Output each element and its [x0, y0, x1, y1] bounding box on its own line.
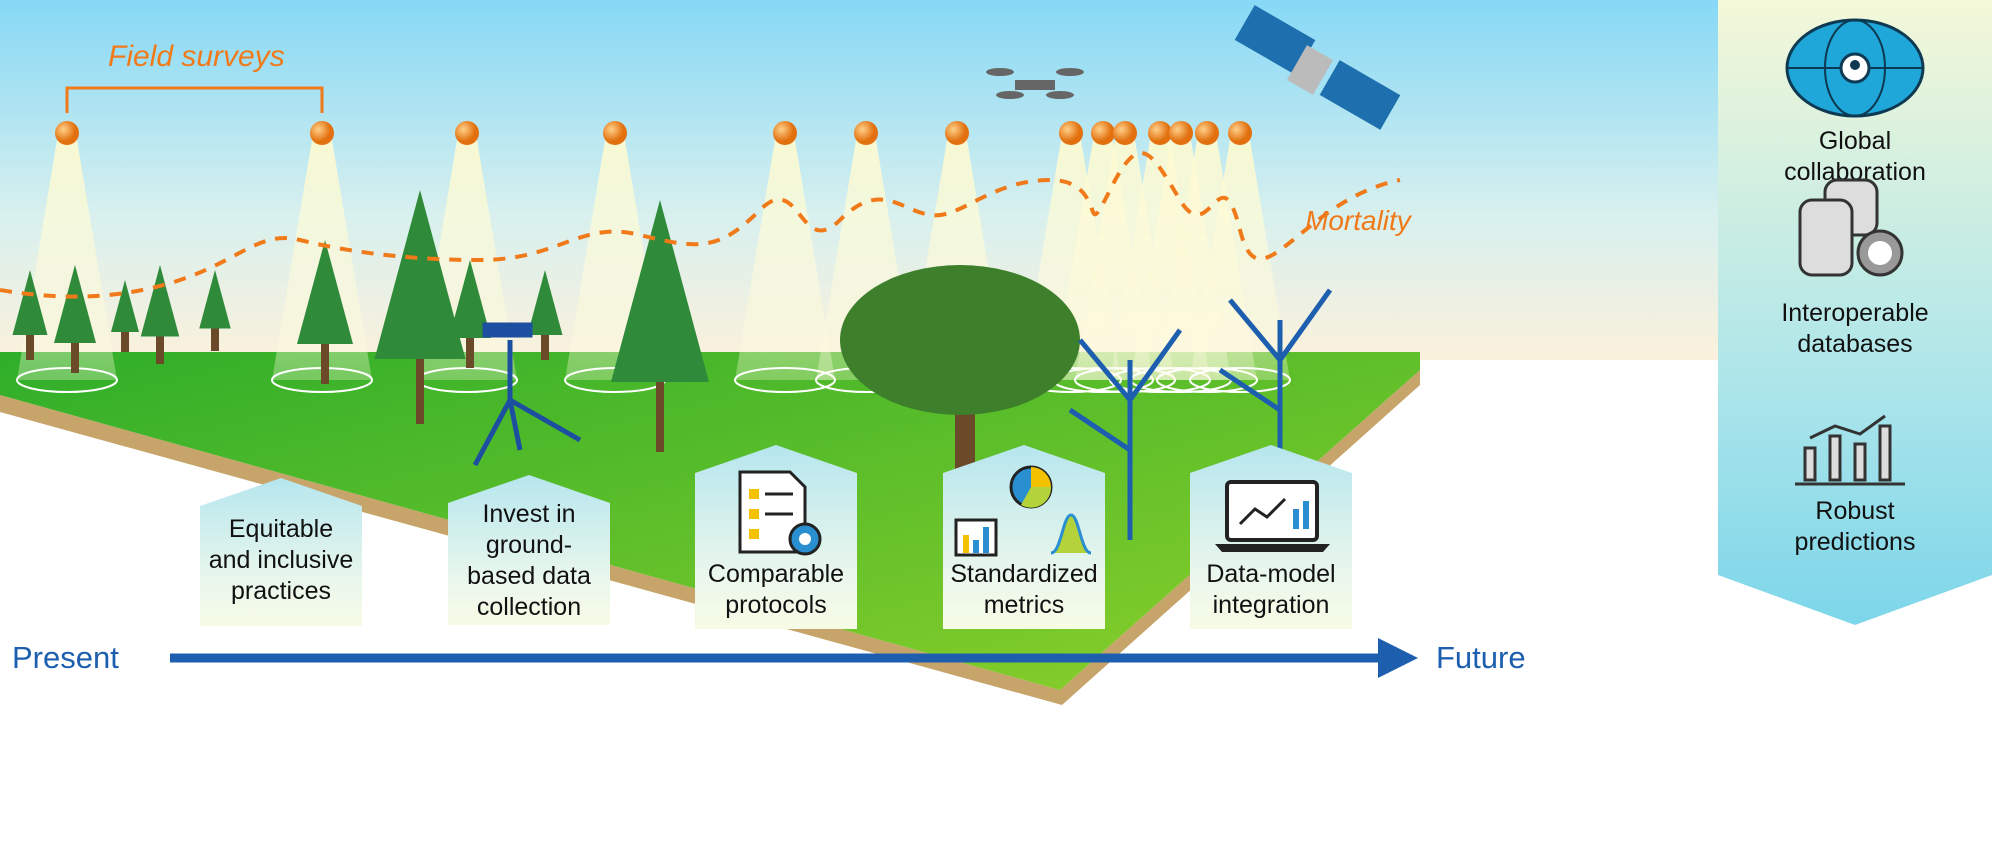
conifer-tree — [449, 260, 491, 338]
conifer-tree — [140, 265, 180, 337]
step-text: Comparable — [707, 560, 845, 588]
survey-points — [55, 121, 1252, 145]
tripod-sensor — [472, 322, 582, 467]
step-text: based data — [467, 562, 591, 590]
step-text: and inclusive — [208, 546, 354, 574]
charts-icon — [954, 465, 1092, 557]
outcome-interoperable-databases: Interoperable databases — [1718, 175, 1992, 360]
drone-icon — [986, 68, 1084, 99]
digital-tree — [1218, 288, 1333, 540]
step-text: practices — [230, 577, 332, 605]
tree-trunk — [656, 368, 664, 452]
step-equitable-practices: Equitable and inclusive practices — [200, 478, 362, 626]
step-text: Data-model — [1206, 560, 1336, 588]
plot-outline — [1189, 367, 1291, 393]
checklist-gear-icon — [738, 470, 822, 556]
survey-point — [1195, 121, 1219, 145]
tree-trunk — [211, 324, 219, 351]
conifer-tree — [12, 270, 48, 335]
survey-point — [945, 121, 969, 145]
conifer-tree — [111, 280, 139, 332]
tree-trunk — [416, 346, 424, 424]
step-text: Equitable — [228, 515, 334, 543]
outcome-text: Interoperable — [1781, 299, 1929, 327]
survey-point — [310, 121, 334, 145]
field-surveys-label: Field surveys — [108, 40, 285, 73]
tree-trunk — [541, 330, 549, 360]
step-data-model-integration: Data-model integration — [1190, 445, 1352, 629]
broadleaf-tree — [840, 265, 1080, 415]
bar-trend-icon — [1795, 414, 1905, 486]
step-text: ground- — [485, 531, 573, 559]
conifer-tree — [199, 270, 231, 329]
field-surveys-bracket — [65, 86, 324, 113]
outcome-text: Robust — [1815, 497, 1895, 525]
survey-point — [1148, 121, 1172, 145]
conifer-tree — [54, 265, 96, 343]
survey-point — [455, 121, 479, 145]
timeline-end-label: Future — [1436, 640, 1526, 675]
satellite-icon — [1234, 5, 1401, 130]
outcome-text: databases — [1797, 330, 1913, 358]
tree-trunk — [26, 330, 34, 360]
tree-trunk — [71, 337, 79, 373]
survey-point — [1169, 121, 1193, 145]
step-text: integration — [1212, 591, 1330, 619]
mortality-label: Mortality — [1305, 205, 1411, 236]
conifer-tree — [374, 190, 466, 359]
timeline-start-label: Present — [12, 640, 119, 675]
database-gear-icon — [1798, 178, 1904, 277]
plot-outline — [16, 367, 118, 393]
survey-beams — [16, 140, 1291, 393]
step-standardized-metrics: Standardized metrics — [943, 445, 1105, 629]
step-text: protocols — [725, 591, 827, 619]
survey-point — [854, 121, 878, 145]
conifer-tree — [297, 240, 353, 344]
trees — [12, 190, 1333, 540]
survey-point — [1059, 121, 1083, 145]
outcome-robust-predictions: Robust predictions — [1718, 408, 1992, 558]
survey-point — [603, 121, 627, 145]
step-text: collection — [476, 593, 582, 621]
outcome-text: predictions — [1794, 528, 1916, 556]
step-text: Invest in — [482, 500, 576, 528]
globe-network-icon — [1785, 18, 1925, 118]
mortality-line — [0, 151, 1401, 299]
survey-point — [1091, 121, 1115, 145]
tree-trunk — [121, 328, 129, 352]
step-text: metrics — [983, 591, 1065, 619]
survey-point — [773, 121, 797, 145]
conifer-tree — [527, 270, 563, 335]
conifer-tree — [611, 200, 709, 382]
survey-beam — [735, 140, 835, 380]
digital-tree — [1068, 328, 1183, 540]
step-comparable-protocols: Comparable protocols — [695, 445, 857, 629]
tree-trunk — [466, 332, 474, 368]
tree-trunk — [321, 336, 329, 384]
timeline-arrowhead — [1378, 638, 1418, 678]
outcome-text: Global — [1818, 127, 1892, 155]
survey-point — [1228, 121, 1252, 145]
laptop-chart-icon — [1215, 480, 1330, 552]
survey-beam — [1190, 140, 1290, 380]
survey-point — [1113, 121, 1137, 145]
step-text: Standardized — [950, 560, 1098, 588]
step-ground-data: Invest in ground-based data collection — [448, 475, 610, 625]
survey-point — [55, 121, 79, 145]
tree-trunk — [156, 331, 164, 364]
